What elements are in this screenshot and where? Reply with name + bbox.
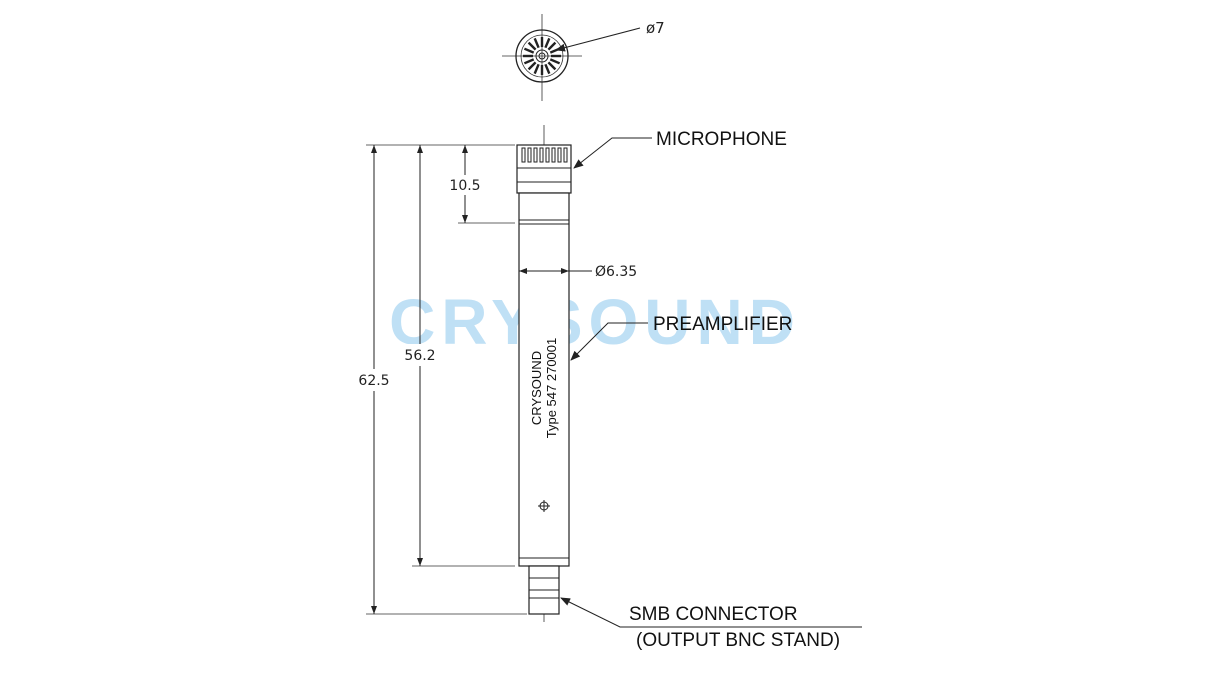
- total-length-label: 62.5: [358, 373, 389, 389]
- top-diameter-label: ø7: [646, 19, 665, 37]
- body-length-label: 56.2: [404, 348, 435, 364]
- microphone-label: MICROPHONE: [656, 129, 787, 150]
- body-diameter-label: Ø6.35: [595, 264, 637, 280]
- connector-label-line2: (OUTPUT BNC STAND): [636, 630, 840, 651]
- connector-label-line1: SMB CONNECTOR: [629, 604, 798, 625]
- preamplifier-label: PREAMPLIFIER: [653, 314, 792, 335]
- top-view: ø7: [502, 14, 665, 101]
- callouts: MICROPHONE PREAMPLIFIER SMB CONNECTOR (O…: [560, 129, 862, 651]
- dimension-lines: 10.5 56.2 62.5 Ø6.35: [356, 144, 637, 615]
- mic-length-label: 10.5: [449, 178, 480, 194]
- microphone-body: CRYSOUND Type 547 270001: [516, 125, 572, 622]
- watermark: CRYSOUND: [389, 286, 801, 358]
- body-marking-brand: CRYSOUND: [529, 351, 544, 425]
- body-marking-type: Type 547 270001: [544, 338, 559, 438]
